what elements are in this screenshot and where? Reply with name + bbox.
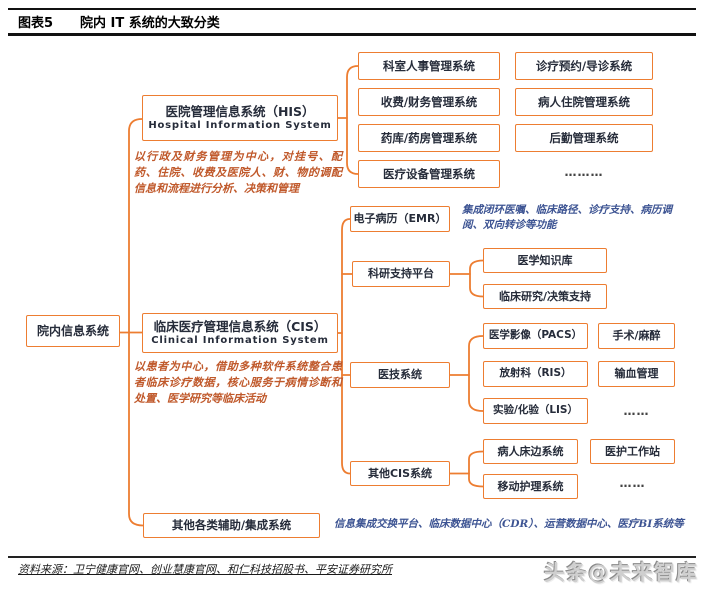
his-description: 以行政及财务管理为中心，对挂号、配药、住院、收费及医院人、财、物的调配信息和流程… [134,150,342,195]
node-label: 手术/麻醉 [612,329,661,343]
figure-title: 院内 IT 系统的大致分类 [80,16,220,31]
node-lis: 实验/化验（LIS） [483,398,588,424]
node-label: 放射科（RIS） [499,367,572,380]
his-subtitle-en: Hospital Information System [148,119,332,131]
node-medical-equipment-system: 医疗设备管理系统 [358,160,500,188]
node-label: 输血管理 [614,367,659,381]
figure-number: 图表5 [18,16,54,31]
node-medical-workstation: 医护工作站 [590,439,675,464]
node-label: 其他各类辅助/集成系统 [171,518,292,533]
node-research-platform: 科研支持平台 [352,261,450,287]
cis-title: 临床医疗管理信息系统（CIS） [153,318,327,334]
node-label: 科研支持平台 [368,267,434,281]
node-label: 医学影像（PACS） [488,329,583,342]
node-bedside-system: 病人床边系统 [483,439,578,464]
node-ris: 放射科（RIS） [483,361,588,387]
node-cis: 临床医疗管理信息系统（CIS） Clinical Information Sys… [142,313,338,353]
node-label: 药库/药房管理系统 [380,130,478,145]
node-pharmacy-system: 药库/药房管理系统 [358,124,500,152]
node-label: 临床研究/决策支持 [498,289,592,303]
node-other-auxiliary-integration: 其他各类辅助/集成系统 [143,513,320,538]
node-label: 医学知识库 [517,253,573,267]
node-label: 医技系统 [378,368,422,382]
emr-note: 集成闭环医嘱、临床路径、诊疗支持、病历调阅、双向转诊等功能 [462,204,672,231]
node-label: 后勤管理系统 [549,130,619,145]
node-hospital-info-system: 院内信息系统 [26,315,120,347]
node-label: 病人床边系统 [497,444,564,458]
node-label: 移动护理系统 [497,479,564,493]
node-medtech-system: 医技系统 [350,362,450,388]
node-label: 诊疗预约/导诊系统 [535,58,633,73]
connector-medtech-brace [468,335,484,412]
header-bottom-rule [8,33,696,36]
node-label: 收费/财务管理系统 [380,94,478,109]
node-label: 电子病历（EMR） [353,212,447,226]
integration-note: 信息集成交换平台、临床数据中心（CDR）、运营数据中心、医疗BI系统等 [334,518,684,530]
node-dept-hr-system: 科室人事管理系统 [358,52,500,80]
node-label: 其他CIS系统 [367,466,433,480]
cis-subtitle-en: Clinical Information System [151,334,329,346]
node-charging-finance-system: 收费/财务管理系统 [358,88,500,116]
footer-rule [8,556,696,558]
node-label: 院内信息系统 [36,323,109,338]
his-ellipsis: ……… [564,165,604,179]
node-label: 科室人事管理系统 [383,58,475,73]
node-logistics-system: 后勤管理系统 [515,124,653,152]
connector-his-brace [346,65,359,175]
node-his: 医院管理信息系统（HIS） Hospital Information Syste… [142,95,338,141]
connector-research-brace [469,259,484,298]
connector-othercis-brace [468,450,484,488]
medtech-ellipsis: …… [623,404,650,418]
node-emr: 电子病历（EMR） [350,206,450,232]
node-surgery-anesthesia: 手术/麻醉 [598,323,675,349]
node-inpatient-mgmt-system: 病人住院管理系统 [515,88,653,116]
source-attribution: 资料来源：卫宁健康官网、创业慧康官网、和仁科技招股书、平安证券研究所 [18,563,392,576]
node-blood-transfusion-mgmt: 输血管理 [598,361,675,387]
connector-cis-brace [341,218,351,475]
node-label: 实验/化验（LIS） [493,404,578,417]
node-clinical-research-decision: 临床研究/决策支持 [483,284,607,309]
his-title: 医院管理信息系统（HIS） [165,103,315,119]
node-medical-knowledge-base: 医学知识库 [483,248,607,273]
node-pacs: 医学影像（PACS） [483,323,588,349]
cis-description: 以患者为中心，借助多种软件系统整合患者临床诊疗数据，核心服务于病情诊断和处置、医… [134,360,342,405]
watermark-toutiao: 头条@未来智库 [544,561,698,585]
node-label: 病人住院管理系统 [538,94,630,109]
node-other-cis: 其他CIS系统 [350,461,450,486]
node-appointment-guide-system: 诊疗预约/导诊系统 [515,52,653,80]
header-top-rule [8,8,696,10]
node-mobile-nursing-system: 移动护理系统 [483,474,578,499]
othercis-ellipsis: …… [619,476,646,490]
node-label: 医护工作站 [605,444,660,458]
node-label: 医疗设备管理系统 [383,166,475,181]
